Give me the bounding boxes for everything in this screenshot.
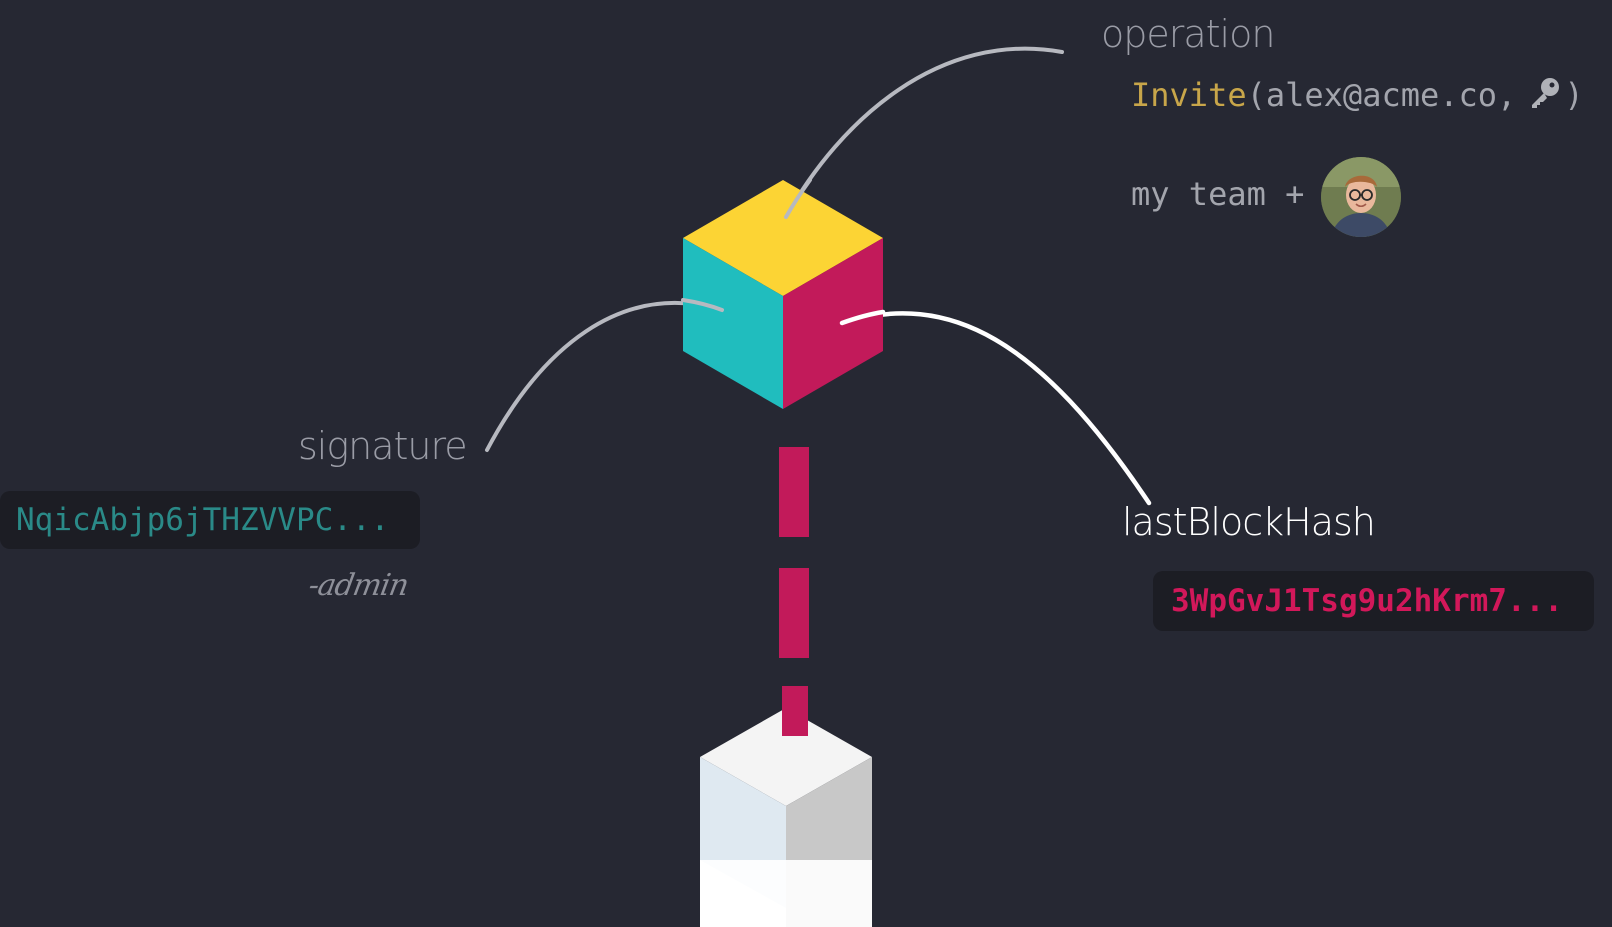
operation-connector-over-cube bbox=[784, 178, 812, 219]
operation-connector bbox=[784, 46, 1064, 219]
operation-label: operation bbox=[1101, 12, 1275, 56]
close-paren: ) bbox=[1564, 76, 1584, 114]
previous-block-cube bbox=[700, 708, 872, 927]
chain-segment bbox=[779, 568, 809, 658]
open-paren: ( bbox=[1246, 76, 1266, 114]
team-text: my team + bbox=[1131, 175, 1305, 213]
operation-argument: alex@acme.co, bbox=[1265, 76, 1517, 114]
cube-left-face bbox=[683, 238, 783, 409]
signature-connector bbox=[485, 300, 724, 452]
signature-label: signature bbox=[298, 424, 468, 468]
signature-connector-over-cube bbox=[681, 298, 724, 312]
last-block-hash-label: lastBlockHash bbox=[1122, 500, 1376, 544]
chain-link bbox=[779, 447, 809, 658]
last-block-hash-value: 3WpGvJ1Tsg9u2hKrm7... bbox=[1153, 571, 1594, 631]
signature-value: NqicAbjp6jTHZVVPC... bbox=[0, 491, 420, 549]
person-avatar bbox=[1321, 157, 1401, 237]
chain-segment bbox=[782, 686, 808, 736]
last-block-hash-connector bbox=[839, 311, 1152, 506]
current-block-cube bbox=[683, 180, 883, 409]
prev-cube-glow-left bbox=[700, 860, 786, 927]
admin-signature: -admin bbox=[305, 568, 411, 603]
key-icon bbox=[1528, 76, 1562, 118]
cube-right-face bbox=[783, 238, 883, 409]
operation-call: Invite(alex@acme.co,) bbox=[1131, 76, 1584, 118]
function-name: Invite bbox=[1131, 76, 1247, 114]
hash-connector-over-cube bbox=[839, 309, 886, 326]
chain-segment bbox=[779, 447, 809, 537]
